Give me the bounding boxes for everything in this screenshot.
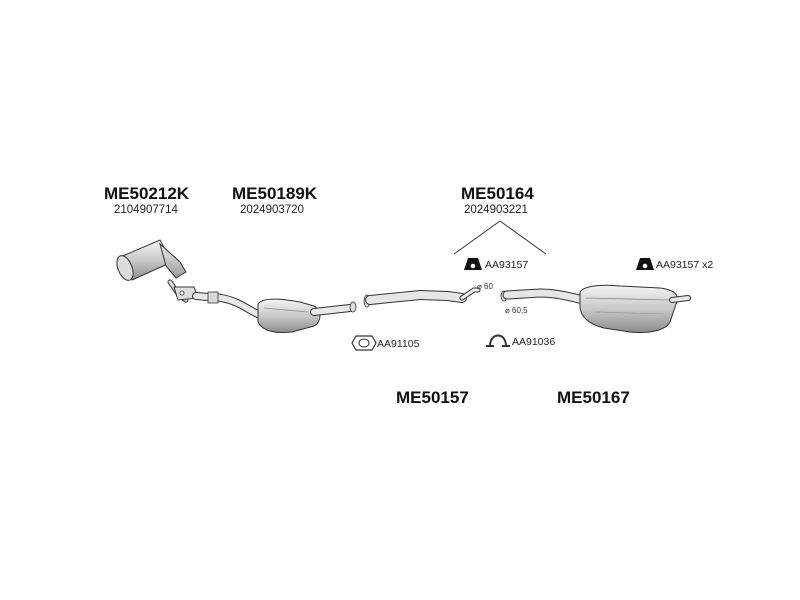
rear-muffler bbox=[500, 284, 691, 333]
front-catalyst bbox=[116, 239, 189, 303]
gasket-icon bbox=[351, 335, 377, 351]
oem-number-mid-pipe: 2024903221 bbox=[464, 204, 528, 216]
part-code-rear-muffler: ME50167 bbox=[557, 388, 630, 407]
part-code-mid-pipe: ME50164 bbox=[461, 184, 534, 203]
main-catalyst bbox=[257, 298, 357, 333]
front-pipe bbox=[192, 291, 266, 320]
center-pipe bbox=[363, 287, 481, 308]
dimension-diameter-60-5: ⌀ 60,5 bbox=[505, 306, 528, 315]
accessory-hanger-rear: AA93157 x2 bbox=[656, 259, 714, 271]
hanger-pointer-lines bbox=[453, 220, 547, 255]
part-code-front-cat: ME50212K bbox=[104, 184, 190, 203]
accessory-hanger-mid: AA93157 bbox=[485, 259, 529, 271]
part-code-main-cat: ME50189K bbox=[232, 184, 318, 203]
dimension-diameter-60: ⌀ 60 bbox=[477, 282, 493, 291]
rubber-hanger-rear-icon bbox=[636, 258, 654, 270]
accessory-gasket: AA91105 bbox=[377, 338, 420, 350]
clamp-icon bbox=[486, 334, 510, 347]
part-code-center-pipe: ME50157 bbox=[396, 388, 469, 407]
oem-number-front-cat: 2104907714 bbox=[114, 204, 178, 216]
oem-number-main-cat: 2024903720 bbox=[240, 204, 304, 216]
accessory-clamp: AA91036 bbox=[512, 336, 556, 348]
rubber-hanger-icon bbox=[464, 258, 482, 270]
